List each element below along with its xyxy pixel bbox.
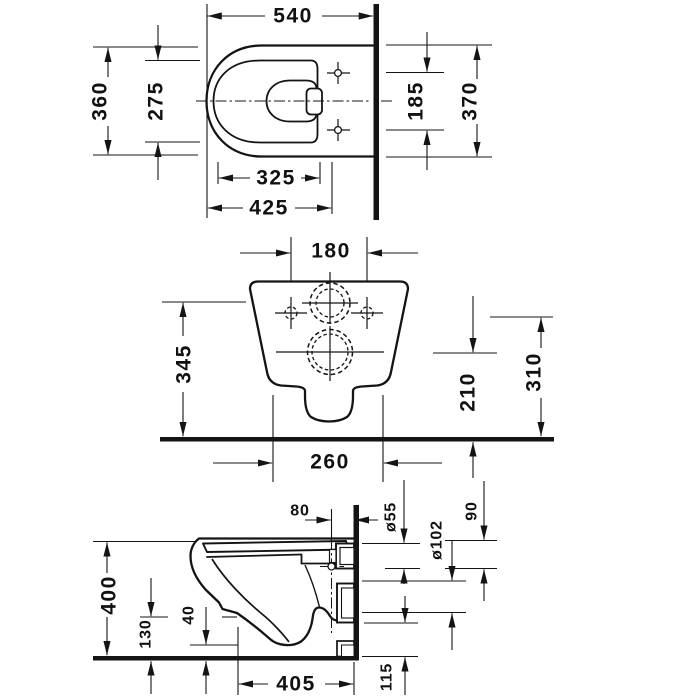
dim-top-275: 275 <box>145 25 200 180</box>
dim-front-345: 345 <box>162 301 246 437</box>
dim-side-405: 405 <box>237 627 355 696</box>
dim-front-180: 180 <box>240 237 418 281</box>
top-view-wall-section <box>373 4 379 220</box>
dim-label-400: 400 <box>98 575 121 615</box>
side-view-supply-pipe <box>328 542 355 570</box>
side-view-bowl-rear-inner <box>304 564 321 608</box>
dim-label-425: 425 <box>249 197 289 220</box>
dim-top-325: 325 <box>217 162 321 190</box>
dim-top-370: 370 <box>386 44 492 158</box>
top-view: 540 360 275 185 <box>89 4 492 220</box>
dim-label-405: 405 <box>276 673 316 696</box>
top-view-fixing-hole-lower <box>327 119 350 141</box>
front-view-supply-hole <box>302 272 358 324</box>
dim-label-325: 325 <box>256 167 296 190</box>
dim-front-310: 310 <box>490 316 553 437</box>
side-view-fixing-screw <box>320 539 344 633</box>
side-view-outlet-pipe <box>336 582 355 624</box>
dim-front-260: 260 <box>213 395 442 482</box>
dim-side-115: 115 <box>362 596 418 695</box>
dim-label-180: 180 <box>311 240 351 263</box>
dim-label-dia55: ø55 <box>383 502 400 532</box>
front-view: 180 345 210 310 260 <box>160 237 554 482</box>
dim-side-40: 40 <box>181 605 238 694</box>
dim-label-40: 40 <box>181 605 198 624</box>
dim-label-540: 540 <box>273 5 313 28</box>
dim-top-360: 360 <box>89 46 198 156</box>
dim-side-80: 80 <box>290 503 378 540</box>
dim-label-130: 130 <box>138 619 155 648</box>
dim-label-80: 80 <box>290 503 309 520</box>
side-view-seat <box>202 540 350 553</box>
front-view-body-outline <box>248 280 410 423</box>
top-view-bowl-opening <box>265 79 318 123</box>
dim-label-185: 185 <box>405 81 428 121</box>
side-view-wall-section <box>353 505 359 658</box>
side-view: 400 130 40 405 80 <box>93 480 497 696</box>
dim-label-345: 345 <box>173 344 196 384</box>
dim-side-dia102: ø102 <box>362 520 466 650</box>
dim-label-260: 260 <box>310 451 350 474</box>
front-view-fixing-hole-right <box>351 297 383 329</box>
side-view-body-outline <box>189 537 356 647</box>
top-view-fixing-hole-upper <box>327 62 350 84</box>
dim-label-275: 275 <box>145 81 168 121</box>
dim-label-310: 310 <box>523 352 546 392</box>
dim-top-425: 425 <box>207 162 333 220</box>
side-view-rim-line <box>206 553 302 558</box>
dim-top-185: 185 <box>386 32 444 170</box>
dim-label-360: 360 <box>89 81 112 121</box>
dim-label-dia102: ø102 <box>429 520 446 560</box>
front-view-floor-line <box>160 437 554 442</box>
dim-label-370: 370 <box>459 81 482 121</box>
top-view-seat-ring <box>212 59 319 144</box>
dim-side-90: 90 <box>445 481 497 601</box>
side-view-wall-bracket <box>336 640 355 658</box>
front-view-fixing-hole-left <box>275 297 307 329</box>
side-view-floor-line <box>93 656 359 661</box>
front-view-outlet-hole <box>276 326 384 381</box>
side-view-bowl-inner <box>211 558 290 643</box>
dim-front-210: 210 <box>433 296 497 478</box>
dim-label-115: 115 <box>379 663 396 691</box>
dim-label-210: 210 <box>457 372 480 412</box>
dim-side-130: 130 <box>138 578 237 694</box>
dim-side-400: 400 <box>93 540 196 656</box>
dim-side-dia55: ø55 <box>362 480 420 584</box>
dim-top-540: 540 <box>206 4 373 218</box>
dim-label-90: 90 <box>464 501 481 520</box>
